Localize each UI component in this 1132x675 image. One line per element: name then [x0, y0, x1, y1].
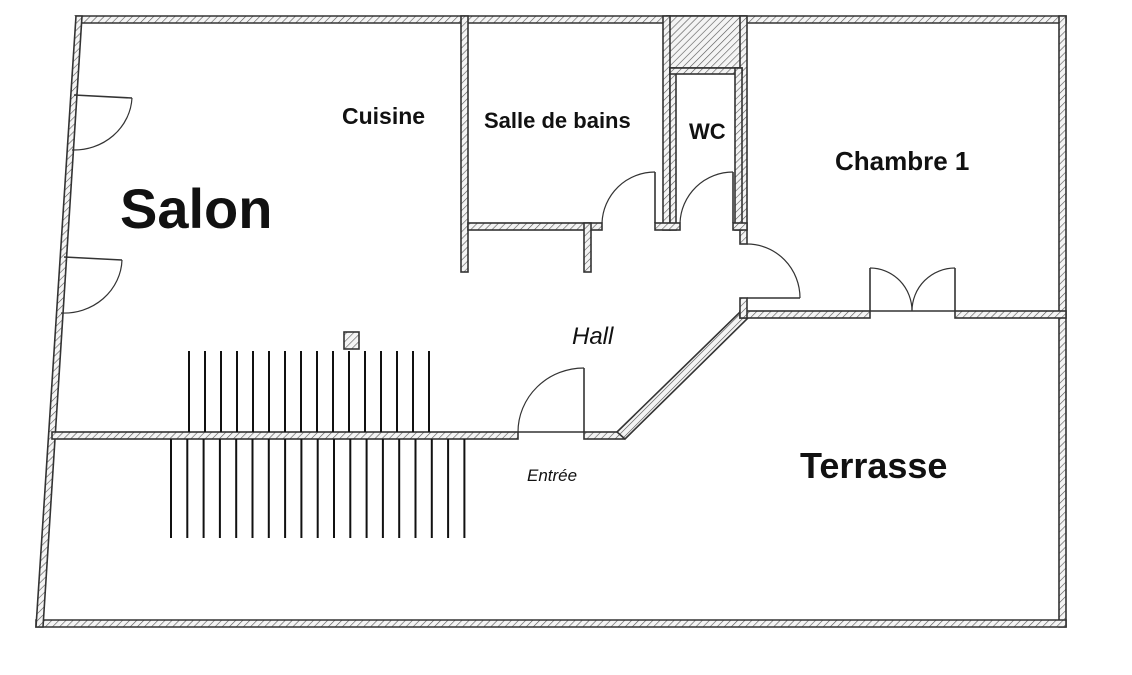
label-cuisine: Cuisine [342, 103, 425, 129]
walls [35, 15, 1067, 628]
wall-bathroom-right [662, 15, 671, 231]
wall-stub [583, 222, 592, 273]
wall-wc-left [669, 67, 677, 231]
door-bathroom [601, 171, 656, 224]
chimney-block [666, 15, 747, 69]
wall-cuisine-bathroom [460, 15, 469, 273]
label-hall: Hall [572, 323, 614, 350]
label-entree: Entrée [527, 466, 577, 485]
wall-outer-left [35, 15, 83, 628]
wall-wc-top [669, 67, 743, 75]
wall-bathroom-bottom [467, 222, 603, 231]
wall-outer-right [1058, 15, 1067, 628]
wall-chambre-bottom-right [954, 310, 1067, 319]
label-chambre-1: Chambre 1 [835, 146, 969, 176]
wall-salon-terrace-left [51, 431, 519, 440]
door-chambre [746, 243, 801, 299]
wall-hall-diagonal [615, 310, 750, 441]
wall-chambre-left-bottom [739, 297, 748, 319]
chimney-flue [343, 331, 360, 350]
label-terrasse: Terrasse [800, 445, 947, 486]
doors [60, 94, 956, 433]
label-wc: WC [689, 119, 726, 144]
label-salle-de-bains: Salle de bains [484, 108, 631, 133]
wall-wc-bottom-right [732, 222, 748, 231]
wall-outer-top [74, 15, 1067, 24]
wall-outer-bottom [35, 619, 1067, 628]
wall-wc-right [734, 67, 743, 231]
stairs-upper [188, 351, 430, 432]
wall-bathroom-bottom-right [654, 222, 681, 231]
door-entree [517, 367, 585, 433]
label-salon: Salon [120, 177, 272, 240]
door-salon-window-bottom [60, 256, 123, 314]
door-wc [679, 171, 734, 224]
door-salon-window-top [71, 94, 133, 151]
stairs-lower [170, 439, 466, 538]
room-labels: Salon Cuisine Salle de bains WC Chambre … [120, 103, 969, 486]
wall-chambre-bottom-left [739, 310, 871, 319]
door-chambre-terrace [869, 267, 956, 312]
